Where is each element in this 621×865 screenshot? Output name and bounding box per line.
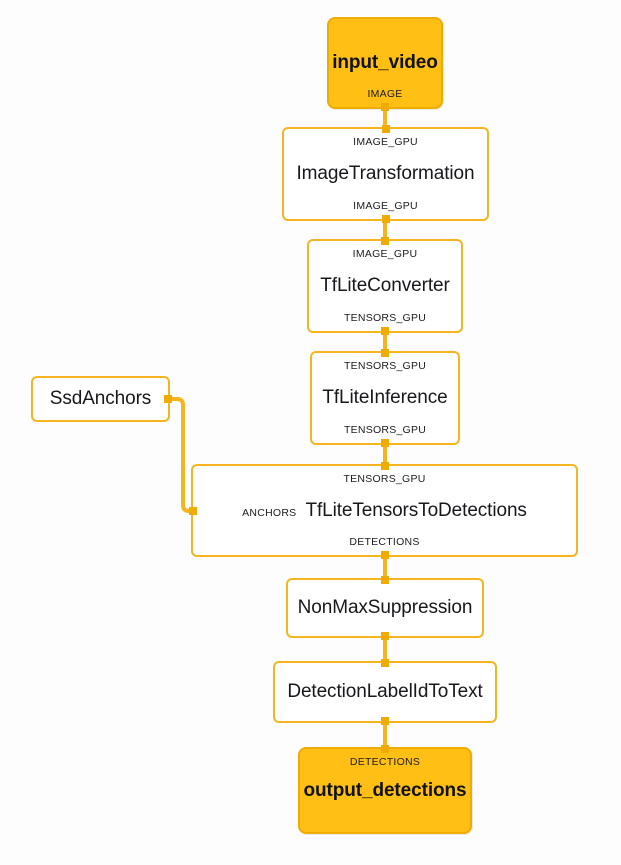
node-tflite-tensors-to-detections[interactable]: TENSORS_GPU ANCHORS TfLiteTensorsToDetec… — [189, 462, 578, 559]
node-output-detections[interactable]: DETECTIONS output_detections — [298, 745, 472, 834]
port-label-input: TENSORS_GPU — [343, 360, 427, 372]
node-label: SsdAnchors — [49, 388, 152, 410]
node-label: ImageTransformation — [296, 163, 475, 185]
port-label-input-tensors: TENSORS_GPU — [343, 473, 426, 485]
port-label-input: DETECTIONS — [349, 756, 421, 768]
edge-ssd_anchors-to-tflite_tensors_to_detections — [170, 397, 191, 513]
port-label-input: IMAGE_GPU — [352, 248, 418, 260]
node-non-max-suppression[interactable]: NonMaxSuppression — [286, 576, 484, 640]
port-label-output: TENSORS_GPU — [343, 424, 427, 436]
node-tflite-inference[interactable]: TENSORS_GPU TfLiteInference TENSORS_GPU — [310, 349, 460, 447]
port-dot-input[interactable] — [381, 349, 389, 357]
node-label: NonMaxSuppression — [297, 597, 473, 619]
port-dot-input[interactable] — [381, 125, 390, 133]
node-ssd-anchors[interactable]: SsdAnchors — [31, 376, 172, 422]
port-label-output: TENSORS_GPU — [343, 312, 427, 324]
node-label: TfLiteInference — [322, 387, 448, 409]
node-title-row: ANCHORS TfLiteTensorsToDetections — [242, 499, 527, 521]
port-label-input: IMAGE_GPU — [353, 136, 418, 148]
port-label-output: IMAGE_GPU — [353, 200, 418, 212]
port-label-output: DETECTIONS — [349, 536, 420, 548]
port-label-output: IMAGE — [367, 88, 403, 100]
port-dot-output[interactable] — [381, 103, 389, 111]
port-dot-input-tensors[interactable] — [380, 462, 389, 470]
node-input-video[interactable]: input_video IMAGE — [327, 17, 443, 111]
node-label: input_video — [332, 52, 438, 74]
node-detection-label-id-to-text[interactable]: DetectionLabelIdToText — [273, 659, 497, 725]
node-image-transformation[interactable]: IMAGE_GPU ImageTransformation IMAGE_GPU — [282, 125, 489, 223]
node-label: TfLiteTensorsToDetections — [305, 499, 527, 521]
port-dot-output[interactable] — [381, 632, 389, 640]
node-label: DetectionLabelIdToText — [287, 681, 483, 703]
port-dot-input[interactable] — [381, 745, 389, 753]
port-dot-input[interactable] — [381, 237, 389, 245]
port-dot-output[interactable] — [381, 439, 389, 447]
port-dot-output[interactable] — [164, 395, 172, 403]
port-dot-input-anchors[interactable] — [189, 506, 197, 515]
port-dot-input[interactable] — [381, 576, 389, 584]
node-label: output_detections — [303, 779, 467, 801]
node-tflite-converter[interactable]: IMAGE_GPU TfLiteConverter TENSORS_GPU — [307, 237, 463, 335]
port-dot-output[interactable] — [381, 215, 390, 223]
port-dot-output[interactable] — [381, 327, 389, 335]
node-label: TfLiteConverter — [320, 275, 450, 297]
port-dot-output[interactable] — [380, 551, 389, 559]
port-dot-output[interactable] — [381, 717, 389, 725]
port-dot-input[interactable] — [381, 659, 389, 667]
port-label-input-anchors: ANCHORS — [242, 506, 297, 519]
